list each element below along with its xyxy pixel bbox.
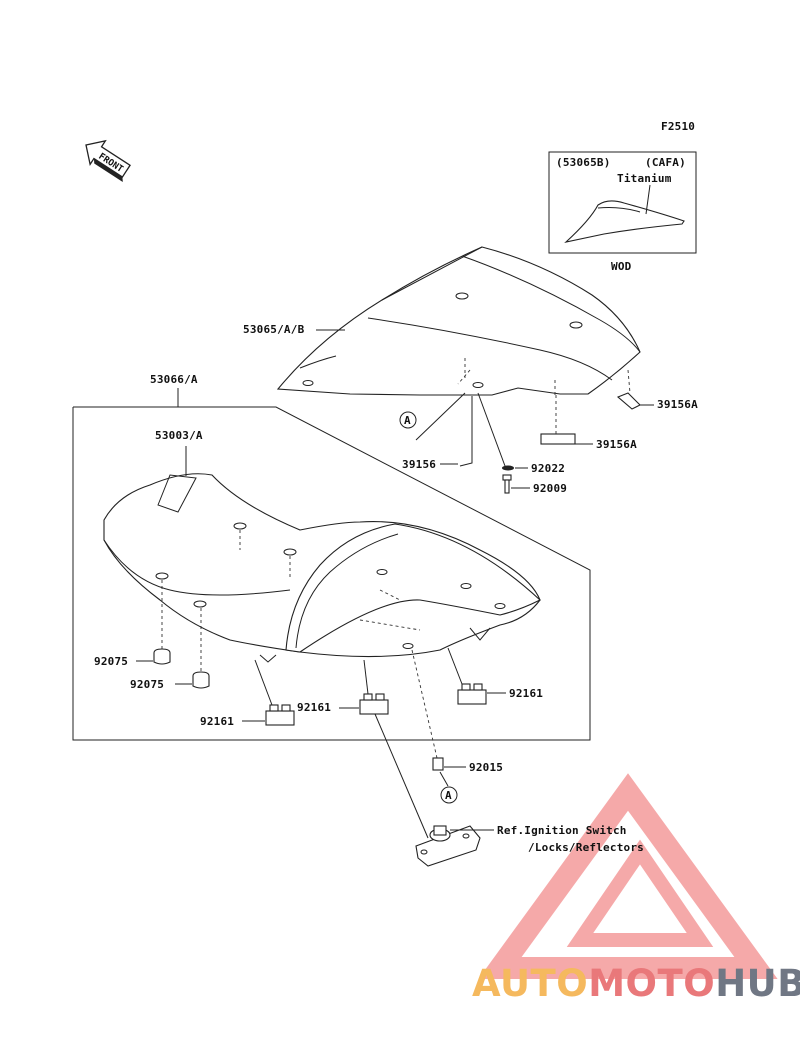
label-53066: 53066/A [150, 373, 198, 386]
ref-locks-label: /Locks/Reflectors [528, 841, 644, 854]
figure-code: F2510 [661, 120, 695, 133]
inset-color-name: Titanium [617, 172, 672, 185]
callout-a-top [399, 411, 417, 429]
seat-53066 [103, 473, 541, 663]
label-39156A-1: 39156A [657, 398, 698, 411]
watermark-brand-auto: AUTO [472, 962, 589, 1005]
label-39156: 39156 [402, 458, 436, 471]
seat-group-frame [72, 406, 591, 741]
watermark-brand-moto: MOTO [588, 962, 716, 1005]
label-92161-3: 92161 [509, 687, 543, 700]
callout-a-top-letter: A [404, 414, 411, 427]
label-92009: 92009 [533, 482, 567, 495]
label-92015: 92015 [469, 761, 503, 774]
ref-ignition-label: Ref.Ignition Switch [497, 824, 627, 837]
inset-frame [548, 151, 697, 254]
part-92009-bolt [502, 474, 512, 494]
part-92161-damper-1 [265, 704, 295, 726]
part-seat-lock [415, 825, 481, 867]
part-39156A-strap [616, 392, 641, 410]
part-92075-bumper-1 [153, 648, 171, 665]
callout-a-bottom [440, 786, 458, 804]
seat-cover-53065 [276, 246, 641, 396]
wod-inset: (53065B) (CAFA) Titanium WOD [548, 151, 697, 273]
label-53065: 53065/A/B [243, 323, 305, 336]
part-92022-washer [502, 465, 514, 471]
inset-part-no: (53065B) [556, 156, 611, 169]
inset-caption: WOD [611, 260, 632, 273]
label-92022: 92022 [531, 462, 565, 475]
label-92075-1: 92075 [94, 655, 128, 668]
part-92161-damper-2 [359, 693, 389, 715]
part-92075-bumper-2 [192, 671, 210, 689]
label-39156A-2: 39156A [596, 438, 637, 451]
front-arrow-icon: FRONT [85, 139, 131, 183]
watermark-brand-hub: HUB [715, 962, 800, 1005]
watermark-logo-icon [478, 773, 778, 979]
label-92161-1: 92161 [200, 715, 234, 728]
inset-color-code: (CAFA) [645, 156, 686, 169]
part-39156A-pad [540, 433, 576, 445]
label-92075-2: 92075 [130, 678, 164, 691]
callout-a-bottom-letter: A [445, 789, 452, 802]
part-92161-damper-3 [457, 683, 487, 705]
inset-seat-cover [564, 200, 685, 243]
watermark-brand: AUTOMOTOHUB [472, 962, 800, 1005]
part-92015-collar [432, 757, 444, 771]
label-53003: 53003/A [155, 429, 203, 442]
label-92161-2: 92161 [297, 701, 331, 714]
